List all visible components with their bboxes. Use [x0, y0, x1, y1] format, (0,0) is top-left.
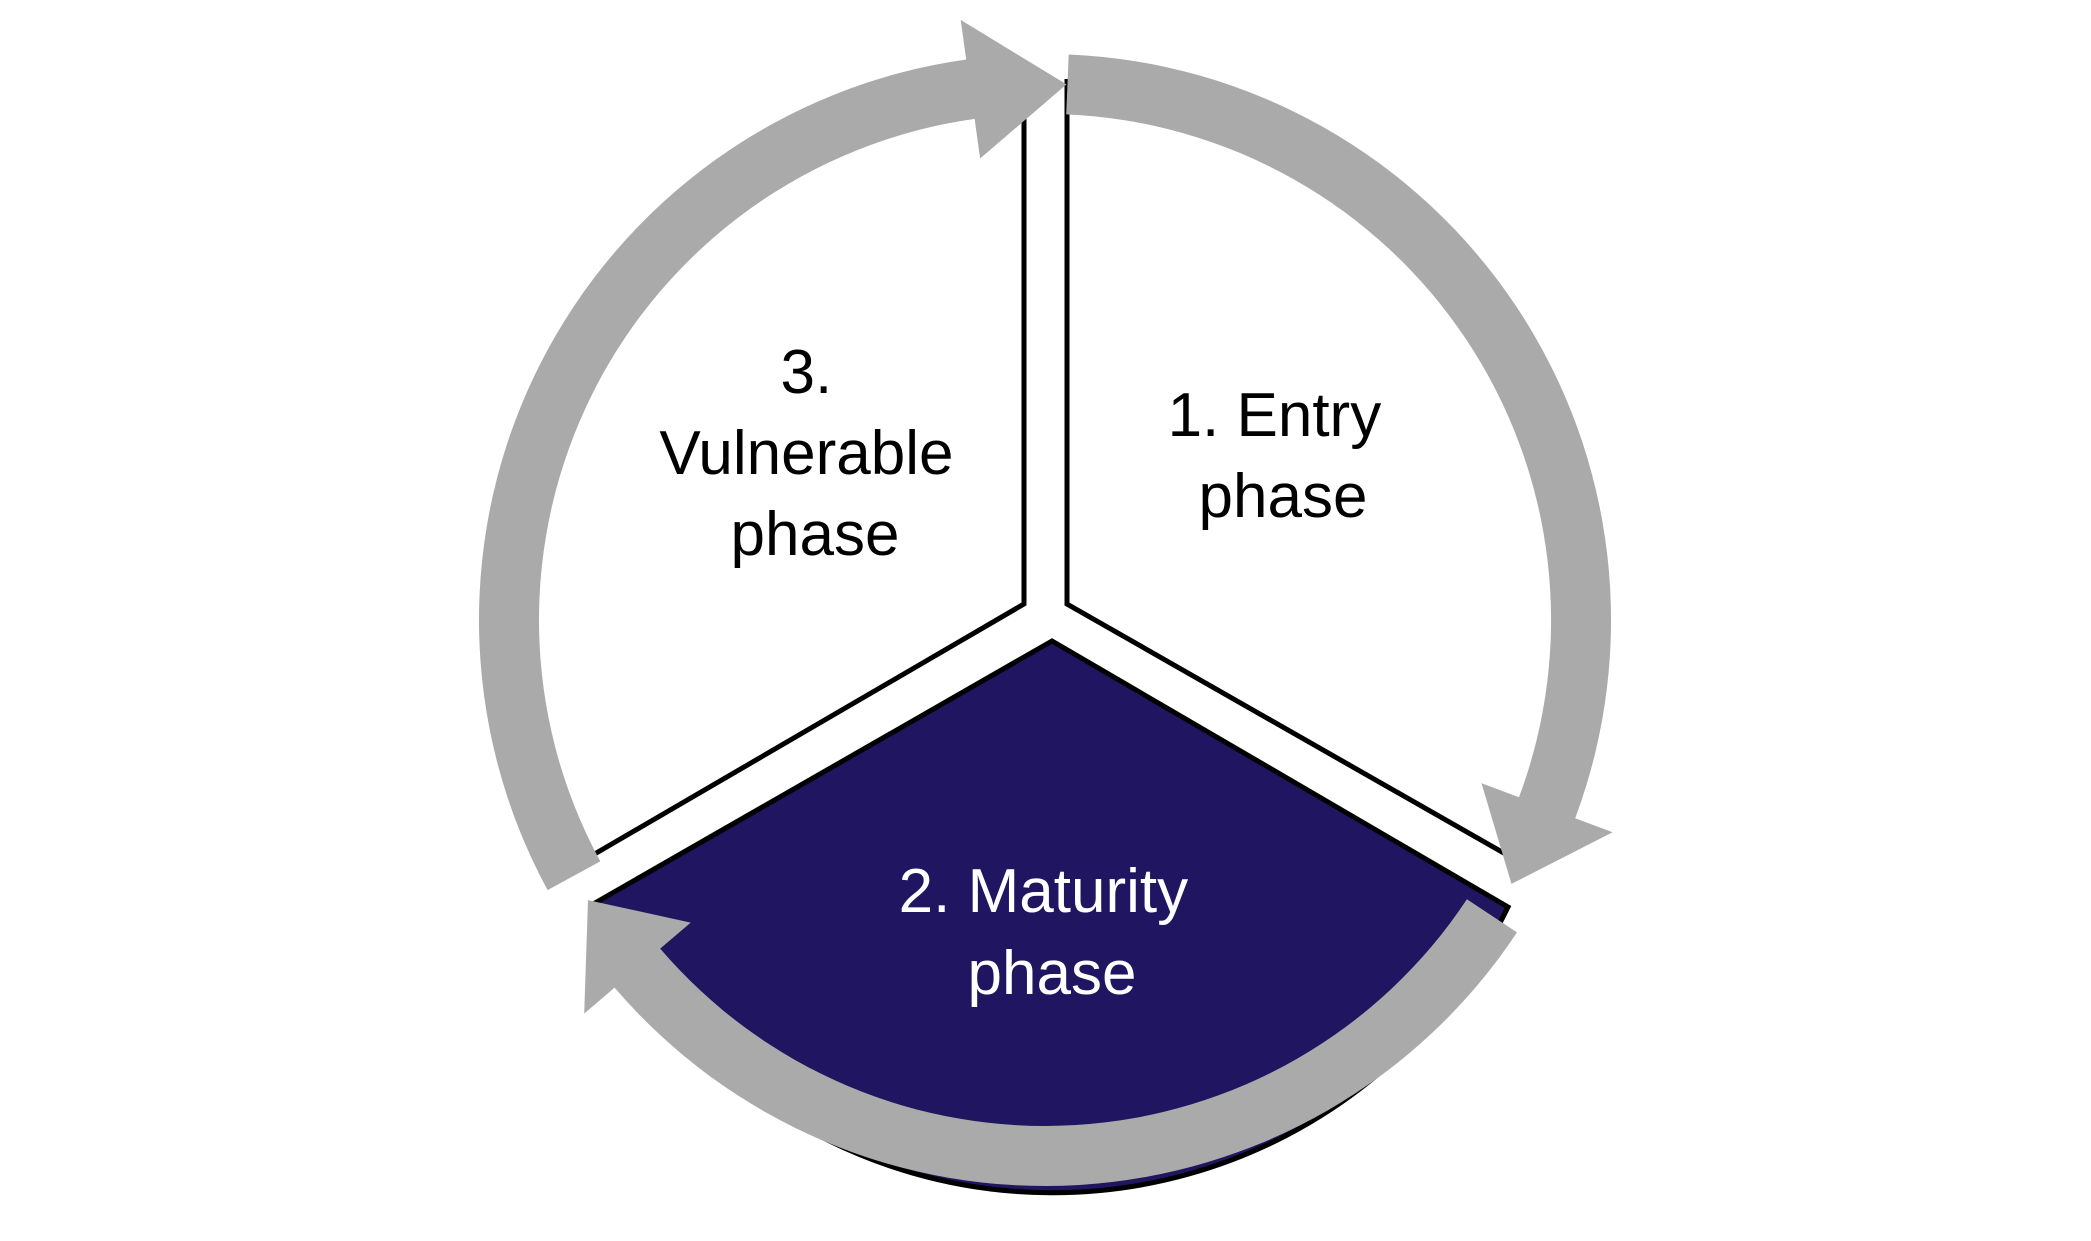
arrow-vulnerable-to-entry: [478, 19, 1067, 891]
vulnerable-phase-label-line-1: 3.: [781, 338, 833, 407]
entry-phase-label-line-1: 1. Entry: [1168, 381, 1382, 450]
vulnerable-phase-label: 3. Vulnerable phase: [659, 338, 970, 569]
entry-phase-label: 1. Entry phase: [1168, 381, 1399, 531]
vulnerable-phase-label-line-2: Vulnerable: [659, 419, 953, 488]
maturity-phase-label-line-2: phase: [968, 939, 1137, 1008]
entry-phase-label-line-2: phase: [1199, 462, 1368, 531]
arrow-maturity-to-vulnerable: [584, 899, 1517, 1187]
vulnerable-phase-sector: [572, 79, 1027, 869]
arrow-entry-to-maturity: [1066, 54, 1613, 884]
vulnerable-phase-label-line-3: phase: [731, 500, 900, 569]
maturity-phase-label: 2. Maturity phase: [899, 857, 1206, 1008]
entry-phase-sector: [1064, 79, 1532, 871]
maturity-phase-label-line-1: 2. Maturity: [899, 857, 1188, 926]
